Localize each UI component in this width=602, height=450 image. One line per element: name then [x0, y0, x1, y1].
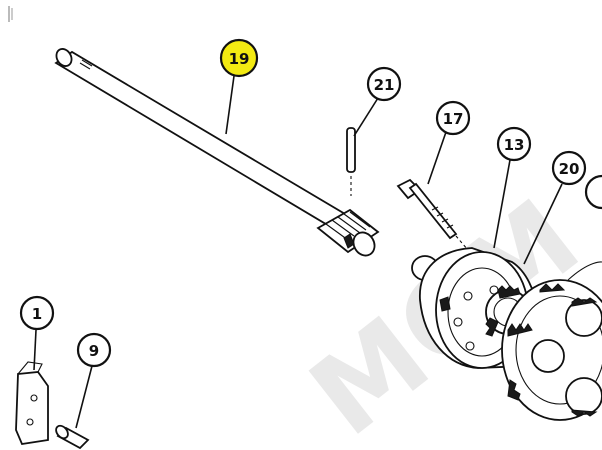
pin-part-21	[346, 127, 356, 196]
callout-partial-right	[584, 174, 602, 210]
callout-1: 1	[19, 295, 55, 331]
callout-20-label: 20	[559, 160, 580, 178]
bolt-part-17	[396, 178, 469, 251]
callout-9-label: 9	[89, 342, 99, 360]
callout-17: 17	[435, 100, 471, 136]
block-part-1	[15, 361, 49, 445]
pin-part-9	[55, 424, 90, 450]
callout-9: 9	[76, 332, 112, 368]
leader-lines	[33, 75, 563, 429]
callout-20: 20	[551, 150, 587, 186]
shaft-part-19	[54, 48, 380, 257]
callout-19-label: 19	[229, 50, 250, 68]
planetary-gear-set	[501, 261, 602, 421]
scan-artifact	[8, 6, 13, 22]
callout-13-label: 13	[504, 136, 525, 154]
callout-21-label: 21	[374, 76, 395, 94]
callout-21: 21	[366, 66, 402, 102]
callout-17-label: 17	[443, 110, 464, 128]
callout-19: 19	[219, 38, 259, 78]
callout-1-label: 1	[32, 305, 42, 323]
callout-13: 13	[496, 126, 532, 162]
